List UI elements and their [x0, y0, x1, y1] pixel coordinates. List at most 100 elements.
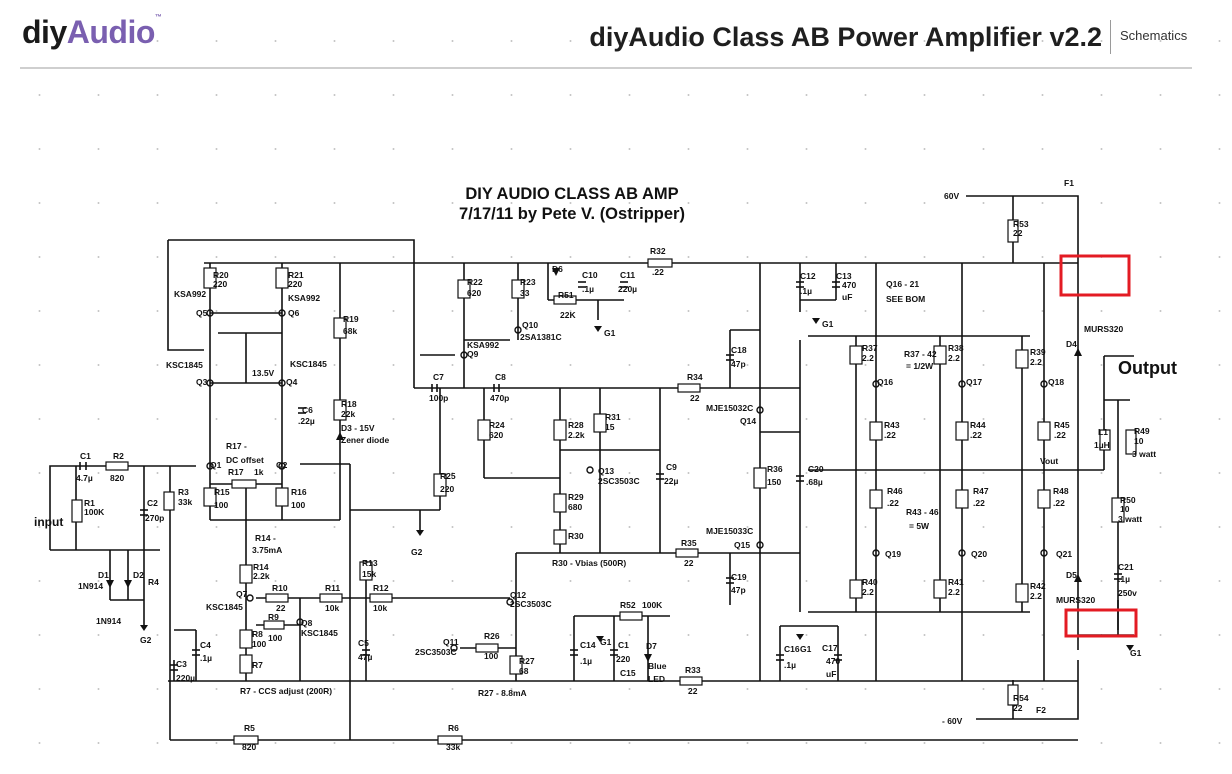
component-label: G1	[800, 644, 812, 654]
component-label: R19	[343, 314, 359, 324]
component-label: R30	[568, 531, 584, 541]
component-label: 100	[268, 633, 282, 643]
component-label: Q16	[877, 377, 893, 387]
component-label: 2.2	[948, 353, 960, 363]
component-label: KSC1845	[301, 628, 338, 638]
component-label: R30 - Vbias (500R)	[552, 558, 626, 568]
component-label: 22	[684, 558, 694, 568]
component-label: Q1	[210, 460, 222, 470]
header-separator	[1110, 20, 1111, 54]
component-label: 2SC3503C	[510, 599, 552, 609]
component-label: 2.2	[862, 587, 874, 597]
component-label: 2.2	[1030, 357, 1042, 367]
component-label: 2SA1381C	[520, 332, 562, 342]
section-label: Schematics	[1120, 28, 1188, 43]
component-label: 33	[520, 288, 530, 298]
component-label: R38	[948, 343, 964, 353]
component-label: .1µ	[1118, 574, 1130, 584]
component-label: R44	[970, 420, 986, 430]
component-label: R21	[288, 270, 304, 280]
highlight-box-bottom	[1064, 608, 1138, 638]
component-label: 22	[690, 393, 700, 403]
component-label: uF	[842, 292, 852, 302]
component-label: 22	[1013, 228, 1023, 238]
component-label: R52	[620, 600, 636, 610]
component-label: C13	[836, 271, 852, 281]
component-label: 470	[826, 656, 840, 666]
component-label: R26	[484, 631, 500, 641]
component-label: G1	[604, 328, 616, 338]
component-label: 470p	[490, 393, 509, 403]
component-label: C14	[580, 640, 596, 650]
component-label: L1	[1098, 427, 1108, 437]
component-label: R37 - 42	[904, 349, 937, 359]
header-rule	[20, 67, 1192, 69]
component-label: C21	[1118, 562, 1134, 572]
component-label: 15	[605, 422, 615, 432]
component-label: C15	[620, 668, 636, 678]
component-label: Q18	[1048, 377, 1064, 387]
component-label: .22	[1053, 498, 1065, 508]
component-label: .22	[973, 498, 985, 508]
component-label: R1	[84, 498, 95, 508]
component-label: R23	[520, 277, 536, 287]
component-label: R22	[467, 277, 483, 287]
component-label: 220	[213, 279, 227, 289]
component-label: .1µ	[582, 284, 594, 294]
component-label: 10k	[325, 603, 339, 613]
component-label: R43	[884, 420, 900, 430]
schematic-wiring	[49, 195, 1134, 741]
component-label: 3 watt	[1118, 514, 1142, 524]
component-label: 1k	[254, 467, 264, 477]
component-label: Q3	[196, 377, 208, 387]
component-label: 100	[484, 651, 498, 661]
schematic-components	[71, 219, 1137, 745]
component-label: 270p	[145, 513, 164, 523]
component-label: 820	[110, 473, 124, 483]
component-label: 220µ	[618, 284, 637, 294]
component-label: 2.2	[1030, 591, 1042, 601]
component-label: F1	[1064, 178, 1074, 188]
component-label: 22	[276, 603, 286, 613]
component-label: KSA992	[288, 293, 320, 303]
component-label: .22	[1054, 430, 1066, 440]
component-label: D1	[98, 570, 109, 580]
component-label: R16	[291, 487, 307, 497]
component-label: .22	[887, 498, 899, 508]
component-label: 3.75mA	[252, 545, 282, 555]
component-label: 47µ	[358, 652, 372, 662]
component-label: 22	[688, 686, 698, 696]
component-label: LED	[648, 674, 665, 684]
component-label: 250v	[1118, 588, 1137, 598]
component-label: Q13	[598, 466, 614, 476]
component-label: Q15	[734, 540, 750, 550]
component-label: Q9	[467, 349, 479, 359]
component-label: 220	[616, 654, 630, 664]
component-label: R25	[440, 471, 456, 481]
component-label: C4	[200, 640, 211, 650]
component-label: 22	[1013, 703, 1023, 713]
component-label: MURS320	[1084, 324, 1123, 334]
component-label: MJE15032C	[706, 403, 753, 413]
component-label: G1	[822, 319, 834, 329]
component-label: R27 - 8.8mA	[478, 688, 527, 698]
component-label: R6	[448, 723, 459, 733]
component-label: G2	[411, 547, 423, 557]
component-label: R12	[373, 583, 389, 593]
component-label: D7	[646, 641, 657, 651]
component-label: 100K	[84, 507, 105, 517]
component-label: = 1/2W	[906, 361, 934, 371]
component-label: 150	[767, 477, 781, 487]
component-label: .22	[884, 430, 896, 440]
component-label: G1	[1130, 648, 1142, 658]
component-label: 4.7µ	[76, 473, 93, 483]
component-label: R36	[767, 464, 783, 474]
component-label: Q20	[971, 549, 987, 559]
component-label: C12	[800, 271, 816, 281]
component-label: C9	[666, 462, 677, 472]
rail-negative-label: - 60V	[942, 716, 963, 726]
component-label: 2.2k	[253, 571, 270, 581]
component-label: 3 watt	[1132, 449, 1156, 459]
component-label: .22	[652, 267, 664, 277]
component-label: Q7	[236, 589, 248, 599]
